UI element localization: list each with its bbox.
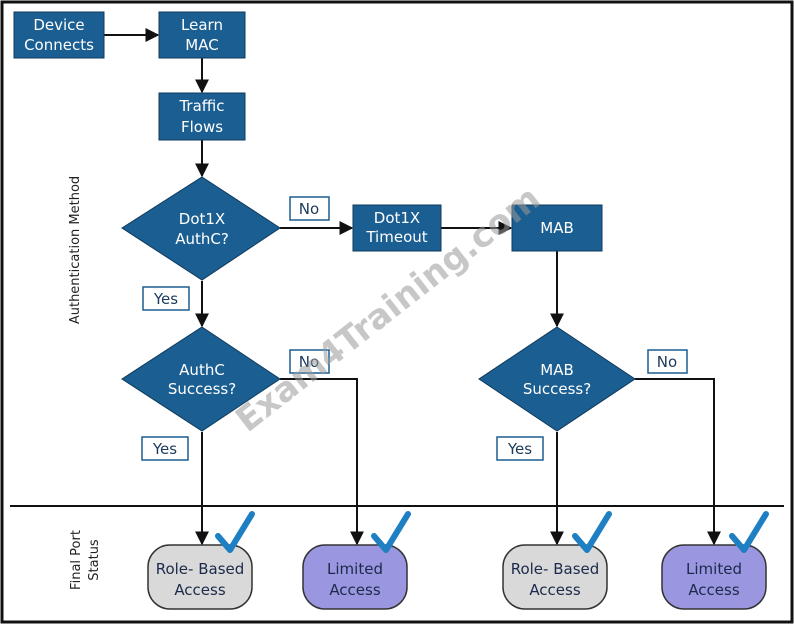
node-traffic-flows: Traffic Flows: [158, 92, 246, 141]
label-dot1x-yes: Yes: [142, 286, 190, 311]
svg-text:Yes: Yes: [152, 440, 177, 458]
svg-text:No: No: [299, 353, 319, 371]
edge-authc-no: [280, 378, 364, 546]
svg-text:Traffic: Traffic: [178, 97, 224, 115]
svg-text:AuthC: AuthC: [179, 361, 225, 379]
svg-text:Success?: Success?: [523, 380, 591, 398]
node-device-connects: Device Connects: [13, 11, 105, 59]
svg-text:Yes: Yes: [153, 290, 178, 308]
checkmark-icon: [729, 511, 769, 553]
svg-text:Access: Access: [174, 581, 226, 599]
svg-text:Device: Device: [33, 16, 84, 34]
label-dot1x-no: No: [289, 196, 330, 221]
svg-text:Success?: Success?: [168, 380, 236, 398]
outcome-limited-access-1: Limited Access: [302, 511, 411, 610]
svg-text:Connects: Connects: [24, 36, 94, 54]
checkmark-icon: [371, 511, 411, 553]
authentication-method-label: Authentication Method: [68, 176, 83, 324]
svg-text:Limited: Limited: [686, 560, 742, 578]
label-mab-yes: Yes: [496, 436, 544, 461]
final-port-status-line2: Status: [87, 539, 102, 581]
decision-dot1x-authc: Dot1X AuthC?: [121, 176, 281, 281]
node-dot1x-timeout: Dot1X Timeout: [352, 204, 442, 252]
svg-text:Access: Access: [529, 581, 581, 599]
label-authc-no: No: [289, 349, 330, 374]
outcome-limited-access-2: Limited Access: [661, 511, 769, 610]
svg-text:Role- Based: Role- Based: [511, 560, 600, 578]
edge-mab-no: [635, 378, 721, 546]
svg-text:Role- Based: Role- Based: [156, 560, 245, 578]
outcome-role-based-access-2: Role- Based Access: [502, 511, 612, 610]
decision-mab-success: MAB Success?: [478, 326, 636, 432]
svg-text:No: No: [657, 353, 677, 371]
label-authc-yes: Yes: [141, 436, 189, 461]
outcome-role-based-access-1: Role- Based Access: [147, 511, 255, 610]
svg-text:AuthC?: AuthC?: [175, 230, 229, 248]
svg-text:Dot1X: Dot1X: [179, 210, 225, 228]
checkmark-icon: [215, 511, 255, 553]
label-mab-no: No: [647, 349, 688, 374]
final-port-status-line1: Final Port: [69, 530, 84, 590]
node-learn-mac: Learn MAC: [158, 11, 246, 59]
svg-text:Yes: Yes: [507, 440, 532, 458]
final-port-status-label: Final Port Status: [69, 530, 102, 590]
svg-text:MAC: MAC: [185, 36, 218, 54]
decision-authc-success: AuthC Success?: [121, 326, 281, 432]
svg-text:MAB: MAB: [540, 219, 574, 237]
svg-text:MAB: MAB: [540, 361, 574, 379]
node-mab: MAB: [511, 204, 603, 252]
svg-text:Access: Access: [688, 581, 740, 599]
svg-text:Dot1X: Dot1X: [374, 209, 420, 227]
svg-text:Access: Access: [329, 581, 381, 599]
svg-text:Learn: Learn: [181, 16, 223, 34]
svg-text:No: No: [299, 200, 319, 218]
svg-text:Limited: Limited: [327, 560, 383, 578]
svg-text:Flows: Flows: [181, 118, 223, 136]
svg-text:Timeout: Timeout: [365, 228, 427, 246]
checkmark-icon: [572, 511, 612, 553]
